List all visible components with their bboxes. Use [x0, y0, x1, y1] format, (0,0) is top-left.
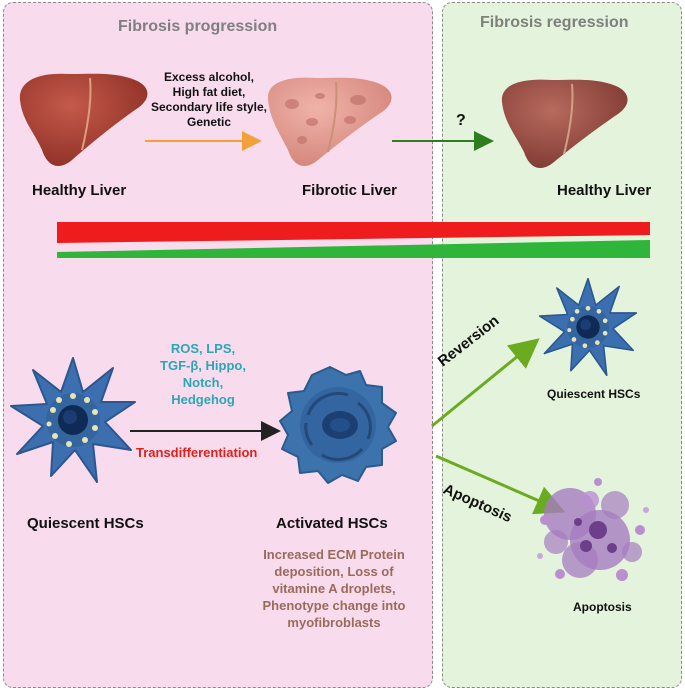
cause-item: High fat diet,: [172, 85, 246, 99]
quiescent-hsc-reverted-label: Quiescent HSCs: [547, 387, 641, 401]
fibrosis-regression-title: Fibrosis regression: [480, 14, 629, 31]
cause-item: Secondary life style,: [150, 100, 268, 114]
quiescent-hsc-icon: [10, 357, 136, 483]
reversion-arrow: [431, 338, 540, 428]
signal-item: TGF-β, Hippo,: [160, 358, 246, 373]
cause-item: Excess alcohol,: [163, 70, 255, 84]
description-line: myofibroblasts: [287, 615, 381, 630]
healthy-liver-regressed-icon: [501, 79, 628, 168]
cause-list: Excess alcohol, High fat diet, Secondary…: [144, 70, 274, 130]
activated-hsc-label: Activated HSCs: [276, 515, 388, 532]
activated-hsc-icon: [279, 366, 397, 484]
apoptotic-cell-icon: [537, 478, 649, 581]
description-line: vitamine A droplets,: [272, 581, 396, 596]
signal-item: Hedgehog: [171, 392, 235, 407]
description-line: deposition, Loss of: [274, 564, 394, 579]
signal-item: ROS, LPS,: [170, 341, 236, 356]
quiescent-hsc-label: Quiescent HSCs: [27, 515, 144, 532]
signal-list: ROS, LPS, TGF-β, Hippo, Notch, Hedgehog: [150, 340, 256, 408]
cause-item: Genetic: [186, 115, 231, 129]
regression-bar: [57, 240, 650, 258]
healthy-liver-regressed-label: Healthy Liver: [557, 182, 652, 199]
description-line: Increased ECM Protein: [263, 547, 405, 562]
signal-item: Notch,: [182, 375, 224, 390]
fibrotic-liver-label: Fibrotic Liver: [302, 182, 398, 199]
transdifferentiation-label: Transdifferentiation: [136, 445, 258, 460]
progression-bar: [57, 222, 650, 243]
apoptosis-arrow: [435, 454, 566, 515]
question-mark: ?: [456, 112, 466, 129]
healthy-liver-label: Healthy Liver: [32, 182, 127, 199]
quiescent-hsc-reverted-icon: [538, 277, 638, 377]
description-line: Phenotype change into: [262, 598, 406, 613]
healthy-liver-icon: [19, 73, 148, 166]
activated-hsc-description: Increased ECM Protein deposition, Loss o…: [244, 546, 424, 631]
apoptosis-cell-label: Apoptosis: [573, 600, 632, 614]
fibrotic-liver-icon: [267, 77, 392, 166]
fibrosis-progression-title: Fibrosis progression: [118, 18, 278, 35]
